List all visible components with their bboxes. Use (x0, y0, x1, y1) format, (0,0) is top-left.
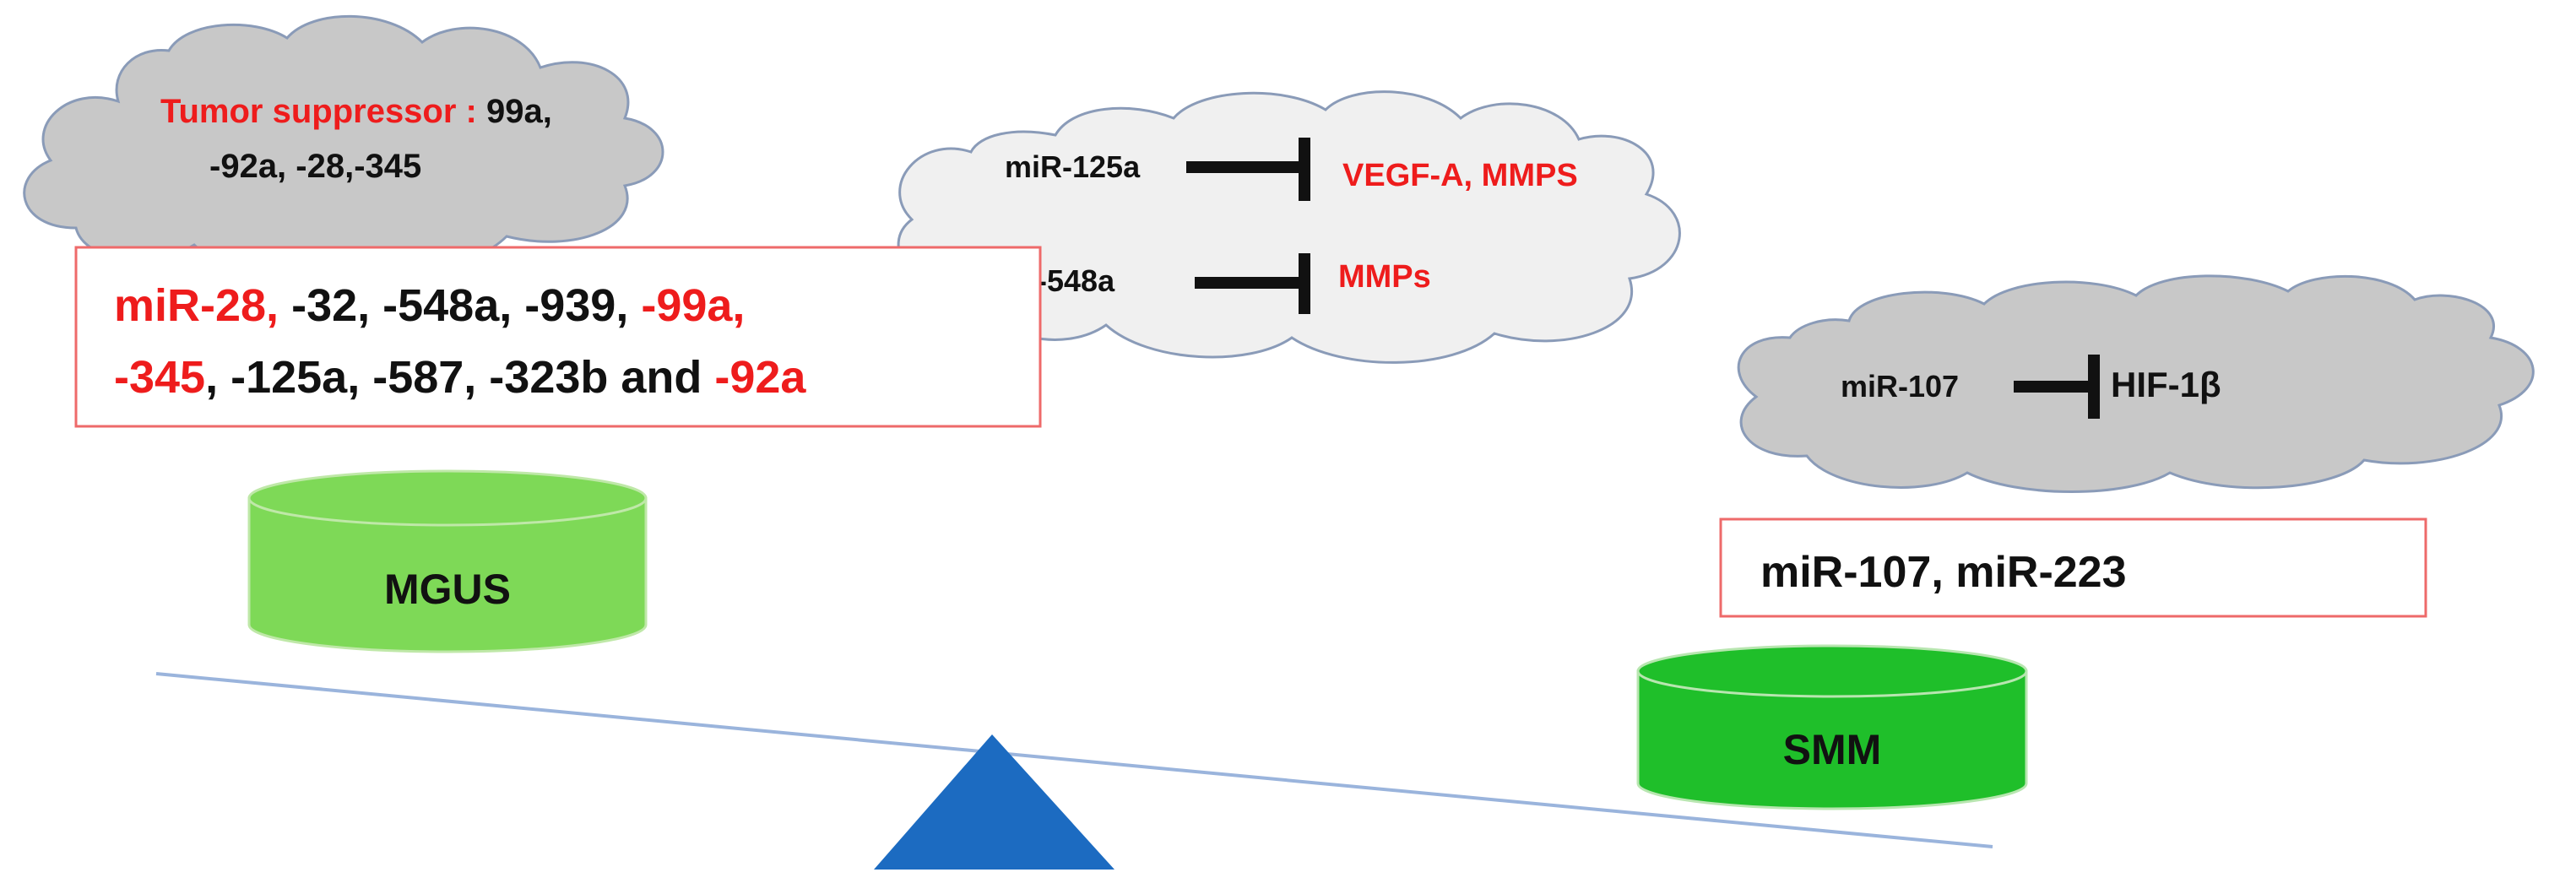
cylinder-mgus: MGUS (247, 469, 648, 653)
mirna-list-box-mgus: miR-28, -32, -548a, -939, -99a, -345, -1… (74, 246, 1042, 428)
tumor-suppressor-99a: 99a, (477, 93, 552, 130)
cloud-tumor-suppressor: Tumor suppressor : 99a, -92a, -28,-345 (23, 14, 664, 273)
balance-beam (155, 672, 1993, 848)
cloud-tumor-text-line2: -92a, -28,-345 (209, 148, 421, 185)
mmps-target: MMPs (1338, 259, 1431, 295)
vegf-mmps-target: VEGF-A, MMPS (1342, 158, 1578, 193)
cylinder-top (1636, 644, 2028, 698)
cloud-shape (1737, 274, 2535, 493)
mir-107-label: miR-107 (1841, 369, 1959, 404)
mir-32-548a-939: -32, -548a, -939, (279, 280, 641, 331)
cloud-shape (23, 14, 664, 273)
hif-target: HIF-1β (2111, 365, 2221, 404)
cylinder-body (247, 496, 648, 653)
box-border (74, 246, 1042, 428)
mir-125a-587-323b: , -125a, -587, -323b and (205, 352, 714, 403)
cloud-hif: miR-107 HIF-1β (1737, 274, 2535, 493)
mirna-list-box-smm: miR-107, miR-223 (1719, 517, 2427, 618)
mgus-label: MGUS (384, 566, 511, 613)
smm-label: SMM (1783, 726, 1882, 773)
mir-28: miR-28, (114, 280, 279, 331)
fulcrum-triangle (874, 734, 1114, 870)
cylinder-top (247, 469, 648, 527)
mir-92a: -92a (714, 352, 806, 403)
mirna-list-line1: miR-28, -32, -548a, -939, -99a, (114, 280, 745, 331)
tumor-suppressor-label: Tumor suppressor : (160, 93, 477, 130)
mir-125a-label: miR-125a (1005, 149, 1141, 184)
mir-345: -345 (114, 352, 205, 403)
cylinder-body (1636, 669, 2028, 810)
smm-mirna-text: miR-107, miR-223 (1760, 548, 2127, 597)
cylinder-smm: SMM (1636, 644, 2028, 810)
mir-99a: -99a, (641, 280, 745, 331)
box-border (1719, 517, 2427, 618)
cloud-tumor-text-line1: Tumor suppressor : 99a, (160, 93, 552, 130)
mirna-list-line2: -345, -125a, -587, -323b and -92a (114, 352, 806, 403)
